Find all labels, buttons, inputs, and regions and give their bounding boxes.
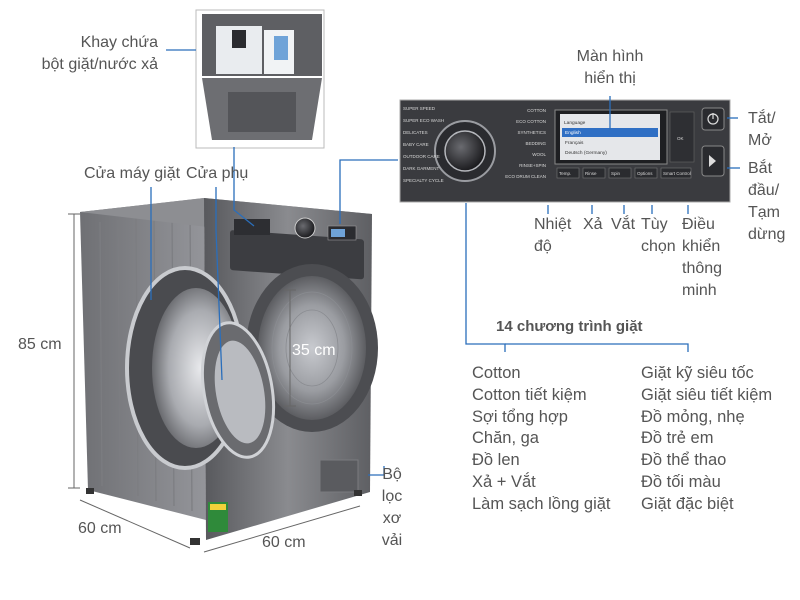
filter-label: Bộ lọc xơ vải	[381, 466, 403, 549]
start-pause-label: Bắt đầu/ Tạm dừng	[748, 160, 786, 243]
dial-program-right: BEDDING	[525, 141, 546, 146]
width-dimension-line	[203, 505, 361, 553]
program-item: Chăn, ga	[472, 429, 539, 448]
height-label: 85 cm	[18, 336, 62, 353]
options-label: Tùy chọn	[641, 216, 676, 255]
program-item: Cotton tiết kiệm	[472, 385, 587, 404]
dial-program-right: COTTON	[527, 108, 546, 113]
programs-title: 14 chương trình giặt	[496, 318, 643, 335]
drum-size-label: 35 cm	[292, 342, 336, 359]
panel-button-label: Spin	[611, 171, 621, 176]
program-dial	[444, 130, 486, 172]
rinse-label: Xả	[583, 216, 603, 233]
program-item: Cotton	[472, 364, 521, 382]
door-label: Cửa máy giặt	[84, 165, 181, 182]
display-label: Màn hình hiển thị	[576, 48, 644, 87]
dial-program-right: ECO COTTON	[516, 119, 546, 124]
menu-item: Français	[565, 140, 584, 146]
dial-program-left: SUPER ECO WASH	[403, 118, 444, 123]
dial-program-left: SPECIALTY CYCLE	[403, 178, 444, 183]
width-label: 60 cm	[262, 534, 306, 551]
menu-item: Deutsch (Germany)	[565, 150, 607, 156]
program-item: Đồ thể thao	[641, 451, 727, 470]
dial-program-right: SYNTHETICS	[517, 130, 546, 135]
smart-control-label: Điều khiển thông minh	[682, 216, 723, 299]
program-item: Giặt siêu tiết kiệm	[641, 385, 773, 404]
dial-program-left: OUTDOOR CARE	[403, 154, 440, 159]
dial-program-right: ECO DRUM CLEAN	[505, 174, 546, 179]
program-item: Đồ tối màu	[641, 472, 721, 491]
dial-program-right: WOOL	[532, 152, 546, 157]
panel-button-label: Temp.	[559, 171, 571, 176]
dial-program-right: RINSE+SPIN	[519, 163, 546, 168]
panel-button-label: Smart Control	[663, 171, 691, 176]
programs-left-list: Cotton Cotton tiết kiệm Sợi tổng hợp Chă…	[472, 363, 611, 516]
program-item: Làm sạch lồng giặt	[472, 494, 611, 513]
panel-button-label: Rinse	[585, 171, 597, 176]
drum	[258, 276, 366, 420]
dial-program-left: BABY CARE	[403, 142, 429, 147]
menu-item: English	[565, 130, 581, 136]
depth-dimension-line	[79, 499, 191, 549]
depth-label: 60 cm	[78, 520, 122, 537]
ok-text: OK	[677, 136, 684, 141]
dial-program-left: SUPER SPEED	[403, 106, 436, 111]
program-item: Xả + Vắt	[472, 472, 536, 491]
dial-program-left: DELICATES	[403, 130, 428, 135]
spin-label: Vắt	[611, 216, 636, 233]
panel-button-label: Options	[637, 171, 653, 176]
temp-label: Nhiệt độ	[534, 216, 572, 255]
power-label: Tắt/ Mở	[748, 110, 776, 149]
program-item: Đồ mỏng, nhẹ	[641, 407, 745, 426]
aux-door-label: Cửa phụ	[186, 165, 249, 182]
menu-title: Language	[564, 120, 586, 126]
drawer-label: Khay chứa bột giặt/nước xả	[41, 34, 158, 73]
dial-program-left: DARK GARMENT	[403, 166, 440, 171]
program-item: Đồ trẻ em	[641, 429, 714, 448]
program-item: Giặt đặc biệt	[641, 494, 734, 513]
program-item: Giặt kỹ siêu tốc	[641, 364, 754, 382]
program-item: Sợi tổng hợp	[472, 407, 568, 426]
programs-right-list: Giặt kỹ siêu tốc Giặt siêu tiết kiệm Đồ …	[641, 363, 772, 516]
program-item: Đồ len	[472, 451, 520, 470]
